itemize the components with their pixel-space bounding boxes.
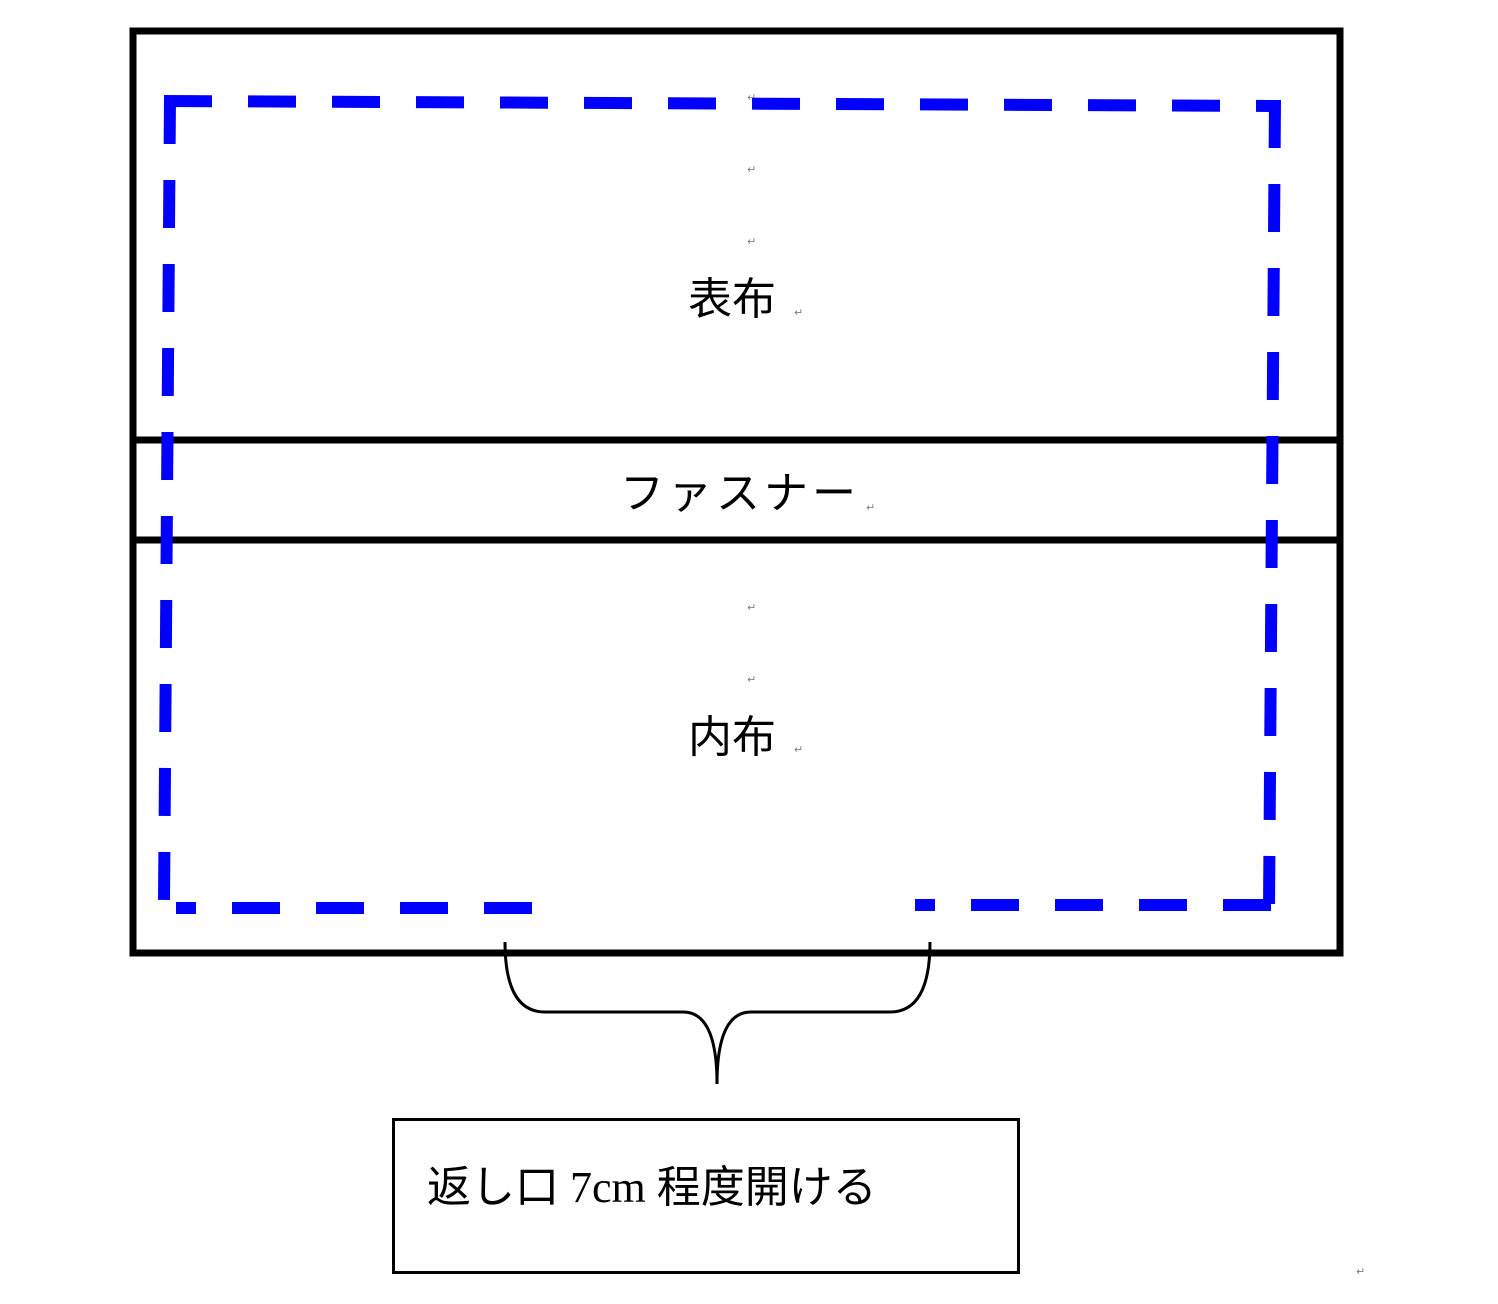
opening-brace bbox=[503, 941, 932, 1085]
fabric-outline bbox=[129, 27, 1344, 957]
opening-note-text: 返し口 7cm 程度開ける bbox=[427, 1163, 877, 1212]
paragraph-mark-icon: ↵ bbox=[747, 673, 757, 686]
stitch-line bbox=[158, 95, 1281, 914]
paragraph-mark-icon: ↵ bbox=[794, 743, 804, 756]
paragraph-mark-icon: ↵ bbox=[747, 91, 757, 104]
zipper-label: ファスナー bbox=[620, 468, 860, 519]
paragraph-mark-icon: ↵ bbox=[794, 306, 804, 319]
paragraph-mark-icon: ↵ bbox=[747, 163, 757, 176]
paragraph-mark-icon: ↵ bbox=[1356, 1265, 1366, 1278]
opening-note-box: 返し口 7cm 程度開ける bbox=[392, 1118, 1020, 1274]
paragraph-mark-icon: ↵ bbox=[747, 235, 757, 248]
paragraph-mark-icon: ↵ bbox=[866, 501, 876, 514]
lining-fabric-label: 内布 bbox=[688, 712, 776, 763]
paragraph-mark-icon: ↵ bbox=[747, 601, 757, 614]
outer-fabric-label: 表布 bbox=[688, 274, 776, 325]
